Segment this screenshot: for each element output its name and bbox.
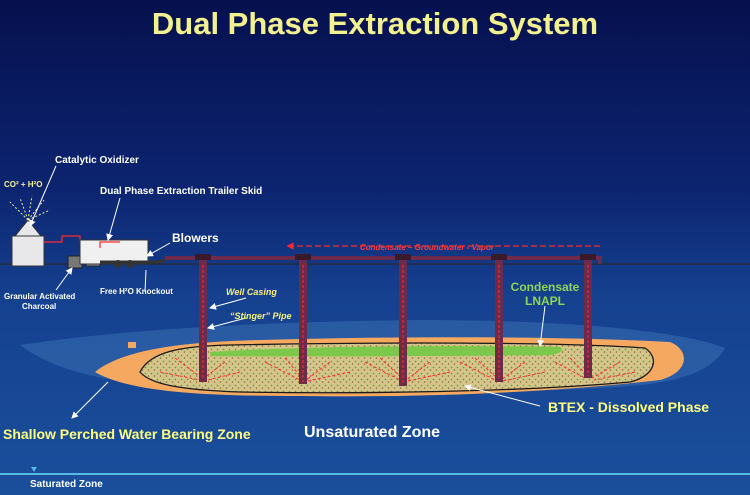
lnapl-layer (210, 346, 562, 357)
label-unsaturated-zone: Unsaturated Zone (304, 424, 441, 441)
label-condensate-line1: Condensate (510, 280, 580, 294)
oxidizer-stack (13, 219, 43, 237)
label-condensate-line2: LNAPL (525, 294, 565, 308)
page-title: Dual Phase Extraction System (151, 6, 599, 41)
label-granular-line2: Charcoal (22, 302, 57, 311)
label-stinger-pipe: “Stinger” Pipe (230, 311, 292, 321)
oxidizer-red-line (44, 235, 81, 244)
header-pipe (165, 256, 602, 264)
emission-arrows (9, 195, 51, 221)
plume-orange-fleck (128, 342, 136, 348)
blower-feed-line (99, 241, 120, 248)
label-well-casing: Well Casing (226, 287, 277, 297)
label-blowers: Blowers (172, 231, 219, 245)
leader-lines (29, 165, 546, 419)
label-granular-line1: Granular Activated (4, 292, 76, 301)
stinger-pipes (202, 265, 589, 384)
label-co2-h2o: CO² + H²O (4, 180, 43, 189)
trailer-wheel (114, 260, 122, 268)
label-knockout: Free H²O Knockout (100, 287, 173, 296)
label-saturated-zone: Saturated Zone (30, 479, 103, 490)
well-caps (195, 254, 596, 260)
catalytic-oxidizer-unit (11, 235, 45, 267)
label-catalytic-oxidizer: Catalytic Oxidizer (55, 155, 139, 166)
label-flow: Condensate – Groundwater - Vapor (360, 243, 494, 252)
trailer-skid (79, 239, 149, 265)
water-table-marker (31, 467, 37, 472)
label-shallow-zone: Shallow Perched Water Bearing Zone (3, 426, 251, 442)
label-trailer-skid: Dual Phase Extraction Trailer Skid (100, 186, 263, 197)
label-btex: BTEX - Dissolved Phase (548, 399, 710, 415)
trailer-wheel (126, 260, 134, 268)
